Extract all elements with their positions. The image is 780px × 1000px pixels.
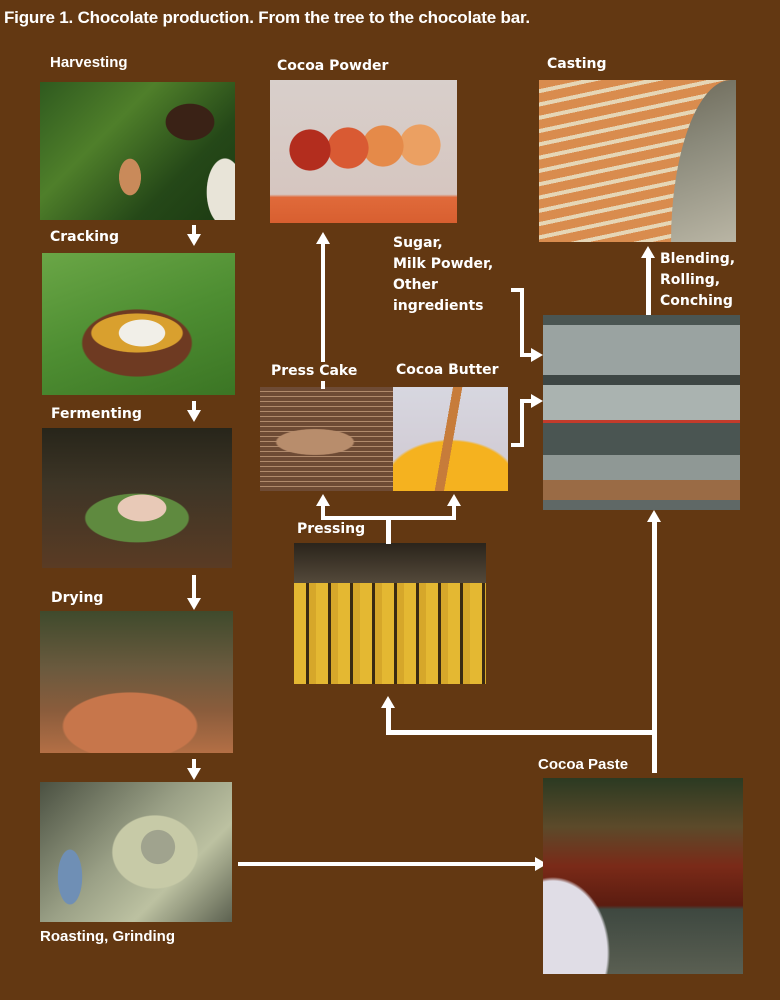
- label-rolling: Rolling,: [660, 272, 721, 288]
- arrow-down-icon: [187, 410, 201, 422]
- arrow-shaft: [321, 516, 456, 520]
- arrow-shaft: [520, 353, 532, 357]
- arrow-up-icon: [647, 510, 661, 522]
- roasting-grinding-photo: [40, 782, 232, 922]
- label-press-cake: Press Cake: [271, 363, 358, 379]
- arrow-shaft: [520, 399, 532, 403]
- drying-photo: [40, 611, 233, 753]
- arrow-shaft: [386, 708, 391, 735]
- arrow-shaft: [511, 443, 523, 447]
- arrow-shaft: [386, 730, 657, 735]
- arrow-shaft: [520, 399, 524, 447]
- arrow-right-icon: [531, 394, 543, 408]
- label-cracking: Cracking: [50, 229, 120, 245]
- arrow-shaft: [321, 381, 325, 389]
- arrow-up-icon: [447, 494, 461, 506]
- arrow-up-icon: [641, 246, 655, 258]
- arrow-shaft: [321, 244, 325, 362]
- label-ingredients-2: Milk Powder,: [393, 256, 494, 272]
- conching-machine-photo: [543, 315, 740, 510]
- arrow-shaft: [192, 401, 196, 411]
- label-roasting-grinding: Roasting, Grinding: [40, 928, 175, 945]
- harvesting-photo: [40, 82, 235, 220]
- arrow-shaft: [192, 575, 196, 599]
- arrow-up-icon: [316, 232, 330, 244]
- label-cocoa-butter: Cocoa Butter: [396, 362, 499, 378]
- cocoa-powder-photo: [270, 80, 457, 223]
- fermenting-photo: [42, 428, 232, 568]
- pressing-photo: [294, 543, 486, 684]
- figure-title: Figure 1. Chocolate production. From the…: [4, 8, 530, 27]
- arrow-down-icon: [187, 234, 201, 246]
- press-cake-photo: [260, 387, 393, 491]
- arrow-shaft: [192, 225, 196, 235]
- cracking-photo: [42, 253, 235, 395]
- arrow-shaft: [452, 505, 456, 519]
- label-ingredients-1: Sugar,: [393, 235, 443, 251]
- label-casting: Casting: [547, 56, 607, 72]
- label-ingredients-4: ingredients: [393, 298, 484, 314]
- arrow-shaft: [321, 505, 325, 519]
- arrow-shaft: [511, 288, 523, 292]
- arrow-shaft: [520, 288, 524, 357]
- arrow-shaft: [652, 522, 657, 773]
- label-ingredients-3: Other: [393, 277, 438, 293]
- label-fermenting: Fermenting: [51, 406, 142, 422]
- arrow-down-icon: [187, 598, 201, 610]
- label-drying: Drying: [51, 590, 104, 606]
- arrow-shaft: [386, 516, 391, 544]
- casting-photo: [539, 80, 736, 242]
- label-pressing: Pressing: [297, 521, 366, 537]
- label-blending: Blending,: [660, 251, 736, 267]
- arrow-shaft: [238, 862, 538, 866]
- label-cocoa-paste: Cocoa Paste: [538, 756, 629, 773]
- arrow-up-icon: [381, 696, 395, 708]
- label-cocoa-powder: Cocoa Powder: [277, 58, 389, 74]
- arrow-down-icon: [187, 768, 201, 780]
- arrow-shaft: [192, 759, 196, 769]
- label-conching: Conching: [660, 293, 733, 309]
- cocoa-butter-photo: [393, 387, 508, 491]
- cocoa-paste-photo: [543, 778, 743, 974]
- arrow-shaft: [646, 258, 651, 315]
- arrow-right-icon: [531, 348, 543, 362]
- label-harvesting: Harvesting: [50, 54, 128, 71]
- arrow-up-icon: [316, 494, 330, 506]
